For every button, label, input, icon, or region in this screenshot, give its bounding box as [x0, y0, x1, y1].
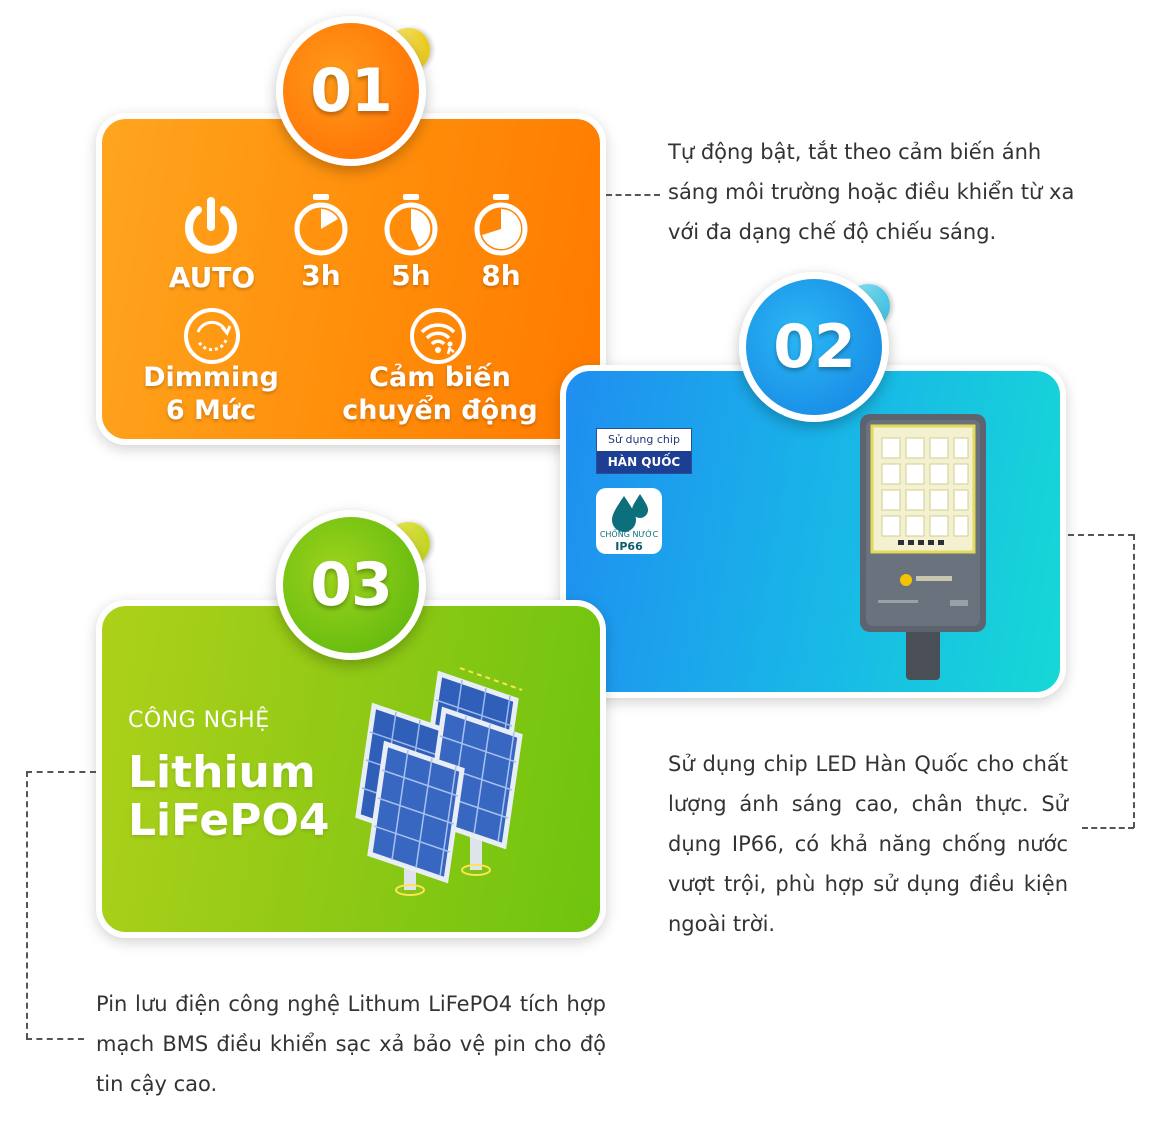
dimming-label-line2: 6 Mức: [165, 395, 257, 426]
led-chip-tag-top: Sử dụng chip LED: [608, 433, 680, 468]
description-led: Sử dụng chip LED Hàn Quốc cho chất lượng…: [668, 752, 1068, 936]
connector-line-3-bottom: [26, 1038, 84, 1040]
description-battery: Pin lưu điện công nghệ Lithum LiFePO4 tí…: [96, 992, 606, 1096]
connector-line-1: [606, 194, 660, 196]
water-drop-icon: [612, 494, 648, 532]
auto-label: AUTO: [168, 261, 256, 294]
motion-sensor-label-line1: Cảm biến: [369, 362, 511, 393]
solar-street-light-image: [858, 414, 988, 687]
power-icon: [180, 196, 242, 263]
motion-sensor-label-line2: chuyển động: [342, 395, 538, 426]
timer-icon: [381, 192, 441, 263]
waterproof-tag-line1: CHỐNG NƯỚC: [599, 530, 659, 539]
connector-line-2-vertical: [1133, 534, 1135, 828]
timer-8h-label: 8h: [481, 259, 521, 292]
timer-3h-label: 3h: [301, 259, 341, 292]
technology-title-line1: Lithium: [128, 747, 316, 798]
technology-title-line2: LiFePO4: [128, 795, 330, 846]
motion-sensor-icon: [408, 306, 468, 371]
waterproof-tag: CHỐNG NƯỚC IP66: [596, 488, 662, 554]
step-badge-02: 02: [739, 272, 889, 422]
step-badge-01: 01: [276, 16, 426, 166]
timer-icon: [471, 192, 531, 263]
technology-caption: CÔNG NGHỆ: [128, 708, 270, 733]
waterproof-tag-line2: IP66: [615, 540, 643, 553]
dimmer-icon: [182, 306, 242, 371]
connector-line-3-vertical: [26, 771, 28, 1039]
solar-panel-icon: [340, 660, 580, 905]
led-chip-tag-bottom: HÀN QUỐC: [597, 451, 691, 473]
timer-5h-label: 5h: [391, 259, 431, 292]
connector-line-2-bottom: [1082, 827, 1134, 829]
timer-icon: [291, 192, 351, 263]
step-badge-03: 03: [276, 510, 426, 660]
connector-line-2-top: [1068, 534, 1134, 536]
connector-line-3-top: [26, 771, 96, 773]
dimming-label-line1: Dimming: [143, 362, 279, 393]
description-auto: Tự động bật, tắt theo cảm biến ánh sáng …: [668, 140, 1075, 244]
led-chip-tag: Sử dụng chip LED HÀN QUỐC: [596, 428, 692, 474]
